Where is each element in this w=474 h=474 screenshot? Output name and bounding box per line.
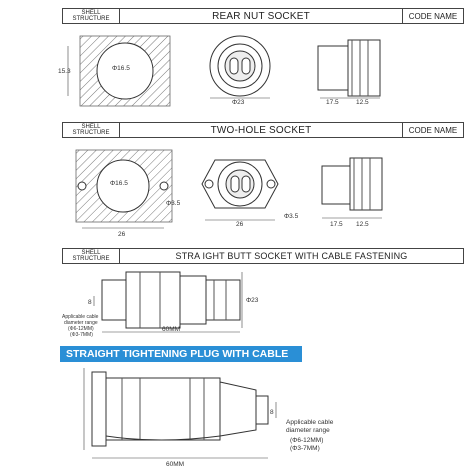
dim-length-2: 12.5: [356, 221, 369, 228]
dim-8: 8: [88, 299, 92, 306]
code-name-label: CODE NAME: [402, 9, 463, 23]
banner-straight-tightening-plug: STRAIGHT TIGHTENING PLUG WITH CABLE: [60, 346, 302, 362]
dim-hole: Φ3.5: [166, 200, 181, 207]
cable-label-line4: (Φ3-7MM): [290, 445, 320, 452]
dim-diameter: Φ16.5: [110, 180, 128, 187]
cable-label-line2: diameter range: [286, 427, 330, 434]
dim-length: 60MM: [166, 461, 184, 468]
code-name-label: CODE NAME: [402, 123, 463, 137]
panel-cutout-drawing-1: 15.3 Φ16.5: [58, 35, 171, 107]
socket-face-drawing-1: Φ23: [209, 35, 271, 106]
socket-side-drawing-1: 17.5 12.5: [317, 39, 381, 106]
dim-length-2: 12.5: [356, 99, 369, 106]
dim-length: 60MM: [162, 326, 180, 333]
dim-8: 8: [270, 409, 274, 416]
cable-label-line4: (Φ3-7MM): [70, 332, 93, 338]
dim-length-1: 17.5: [326, 99, 339, 106]
dim-diameter: Φ16.5: [112, 65, 130, 72]
section-title: REAR NUT SOCKET: [212, 10, 310, 22]
butt-socket-drawing: 8 Φ23 60MM Applicable cable diameter ran…: [62, 271, 259, 338]
section-title: STRA IGHT BUTT SOCKET WITH CABLE FASTENI…: [175, 251, 408, 261]
dim-face-diameter: Φ23: [232, 99, 245, 106]
dim-width: 26: [118, 231, 126, 238]
socket-side-drawing-2: 17.5 12.5: [321, 157, 383, 228]
panel-cutout-drawing-2: Φ16.5 Φ3.5 26: [75, 149, 181, 238]
section-title: TWO-HOLE SOCKET: [210, 124, 312, 136]
socket-face-drawing-2: 26 Φ3.5: [201, 159, 299, 228]
cable-label-line1: Applicable cable: [286, 419, 334, 426]
cable-label-line1: Applicable cable: [62, 314, 99, 320]
dim-height: 15.3: [58, 68, 71, 75]
dim-face-width: 26: [236, 221, 244, 228]
dim-hole-2: Φ3.5: [284, 213, 299, 220]
dim-diameter: Φ23: [246, 297, 259, 304]
cable-label-line2: diameter range: [64, 320, 98, 326]
cable-label-line3: (Φ6-12MM): [290, 437, 323, 444]
tightening-plug-drawing: 8 Applicable cable diameter range (Φ6-12…: [83, 368, 334, 468]
dim-length-1: 17.5: [330, 221, 343, 228]
cable-label-line3: (Φ6-12MM): [68, 326, 94, 332]
